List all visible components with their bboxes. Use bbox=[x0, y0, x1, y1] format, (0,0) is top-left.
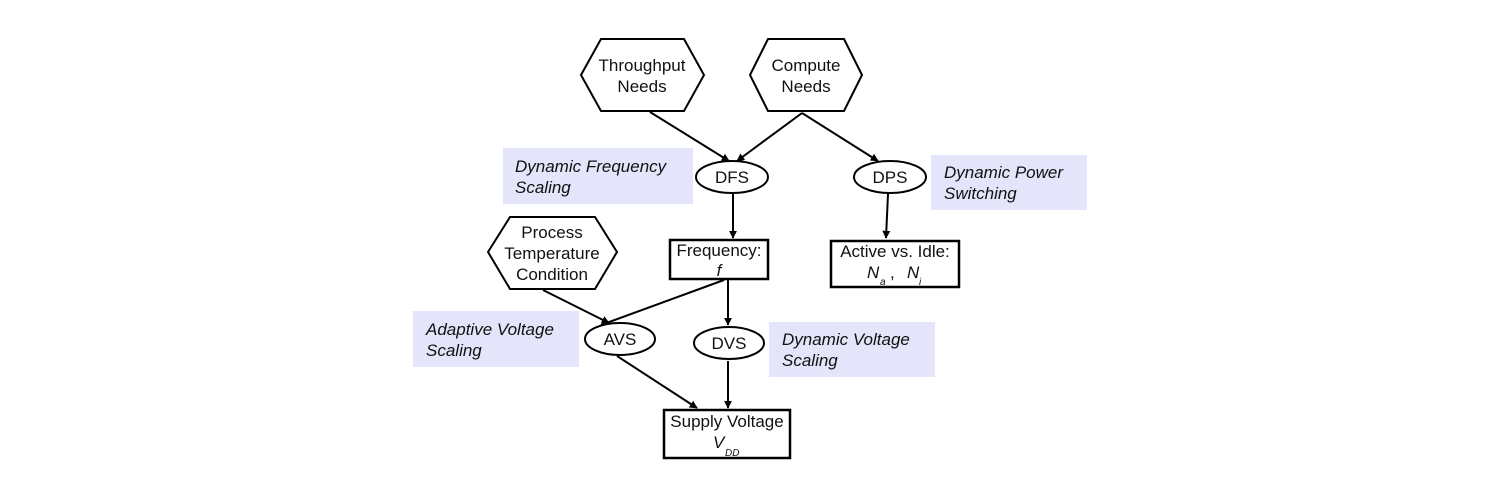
node-dvs: DVS bbox=[693, 326, 765, 360]
note-dynamic-frequency-scaling: Dynamic Frequency Scaling bbox=[503, 148, 693, 204]
note-line-2: Switching bbox=[944, 184, 1017, 203]
node-compute-needs: Compute Needs bbox=[748, 38, 864, 112]
ellipse-shape bbox=[584, 322, 656, 356]
note-background bbox=[769, 322, 935, 377]
node-supply-voltage: Supply Voltage V DD bbox=[662, 408, 792, 460]
note-dynamic-voltage-scaling: Dynamic Voltage Scaling bbox=[769, 322, 935, 377]
box-shape bbox=[662, 408, 792, 460]
node-label-line-2: Needs bbox=[617, 77, 666, 96]
node-label-line-1: Process bbox=[521, 223, 582, 242]
node-label: AVS bbox=[604, 330, 637, 349]
box-shape bbox=[668, 238, 770, 281]
edge-avs-to-supply-voltage bbox=[616, 355, 698, 409]
active-count-subscript: a bbox=[880, 277, 886, 288]
note-background bbox=[413, 311, 579, 367]
node-label-line-1: Compute bbox=[772, 56, 841, 75]
supply-voltage-variable: V bbox=[713, 433, 726, 452]
note-line-1: Dynamic Frequency bbox=[515, 157, 668, 176]
edges bbox=[542, 111, 891, 409]
node-dfs: DFS bbox=[695, 160, 769, 194]
hexagon-shape bbox=[486, 216, 619, 290]
edge-dps-to-active-idle bbox=[882, 193, 891, 239]
node-label-line-2: Temperature bbox=[504, 244, 599, 263]
note-line-2: Scaling bbox=[515, 178, 571, 197]
note-background bbox=[503, 148, 693, 204]
node-label-line-1: Frequency: bbox=[676, 241, 761, 260]
node-label: DFS bbox=[715, 168, 749, 187]
node-dps: DPS bbox=[853, 160, 927, 194]
idle-count-subscript: i bbox=[919, 277, 922, 288]
node-label-line-1: Active vs. Idle: bbox=[840, 242, 950, 261]
node-label-line-3: Condition bbox=[516, 265, 588, 284]
note-line-1: Adaptive Voltage bbox=[425, 320, 554, 339]
note-line-1: Dynamic Power bbox=[944, 163, 1064, 182]
node-label: DPS bbox=[873, 168, 908, 187]
hexagon-shape bbox=[579, 38, 706, 112]
edge-compute-to-dfs bbox=[736, 112, 803, 162]
box-shape bbox=[829, 239, 961, 289]
edge-throughput-to-dfs bbox=[649, 111, 730, 162]
note-line-1: Dynamic Voltage bbox=[782, 330, 910, 349]
frequency-variable: f bbox=[717, 261, 724, 280]
note-line-2: Scaling bbox=[782, 351, 838, 370]
edge-frequency-to-avs bbox=[600, 279, 725, 326]
node-active-vs-idle: Active vs. Idle: N a , N i bbox=[829, 239, 961, 289]
note-line-2: Scaling bbox=[426, 341, 482, 360]
node-label-line-1: Supply Voltage bbox=[670, 412, 783, 431]
ellipse-shape bbox=[853, 160, 927, 194]
node-avs: AVS bbox=[584, 322, 656, 356]
node-label: DVS bbox=[712, 334, 747, 353]
node-frequency: Frequency: f bbox=[668, 238, 770, 281]
note-dynamic-power-switching: Dynamic Power Switching bbox=[931, 155, 1087, 210]
node-label-line-1: Throughput bbox=[599, 56, 686, 75]
node-process-temperature-condition: Process Temperature Condition bbox=[486, 216, 619, 290]
ellipse-shape bbox=[693, 326, 765, 360]
note-background bbox=[931, 155, 1087, 210]
node-throughput-needs: Throughput Needs bbox=[579, 38, 706, 112]
active-count-variable: N bbox=[867, 263, 880, 282]
idle-count-variable: N bbox=[907, 263, 920, 282]
edge-compute-to-dps bbox=[801, 112, 879, 162]
hexagon-shape bbox=[748, 38, 864, 112]
ellipse-shape bbox=[695, 160, 769, 194]
variable-separator: , bbox=[890, 263, 895, 282]
node-label-line-2: Needs bbox=[781, 77, 830, 96]
supply-voltage-subscript: DD bbox=[725, 448, 739, 459]
edge-process-to-avs bbox=[542, 289, 610, 324]
note-adaptive-voltage-scaling: Adaptive Voltage Scaling bbox=[413, 311, 579, 367]
